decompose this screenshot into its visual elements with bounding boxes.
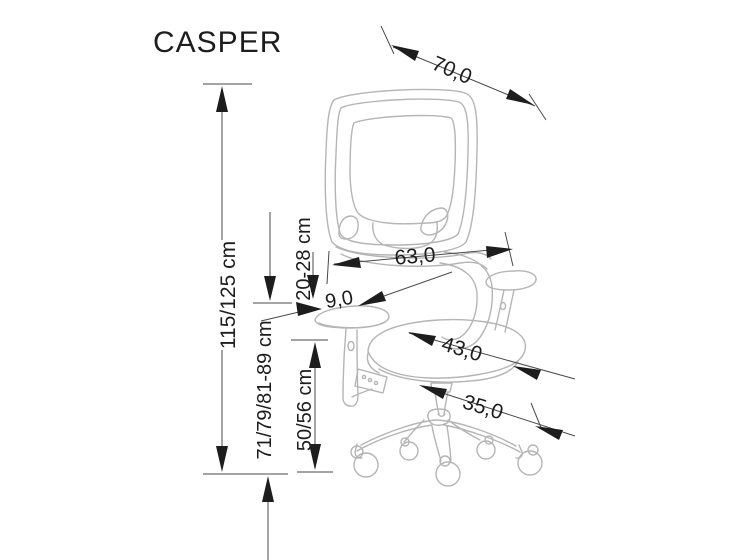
dim-label-armrest-floor-height: 71/79/81-89 cm [254, 321, 276, 460]
chair-seat [366, 318, 526, 383]
dim-label-armrest-pad: 9,0 [324, 287, 355, 313]
dim-label-backrest-width: 63,0 [394, 243, 437, 269]
dimension-lines [203, 25, 576, 560]
chair-armrest-right [485, 270, 537, 333]
dim-label-backrest-diagonal-width: 70,0 [428, 52, 475, 89]
chair-armrest-left [314, 305, 390, 407]
chair-backrest [324, 88, 494, 350]
dim-label-base-leg: 35,0 [460, 391, 506, 425]
chair-casters [350, 435, 543, 487]
drawing-title: CASPER [153, 26, 282, 59]
dim-label-seat-depth: 43,0 [439, 333, 485, 367]
dim-label-total-height: 115/125 cm [217, 241, 240, 349]
dimension-arrows [216, 45, 563, 502]
dim-label-armrest-seat-range: 20-28 cm [293, 217, 315, 300]
chair-drawing [314, 88, 543, 487]
dim-label-seat-height: 50/56 cm [294, 369, 316, 451]
